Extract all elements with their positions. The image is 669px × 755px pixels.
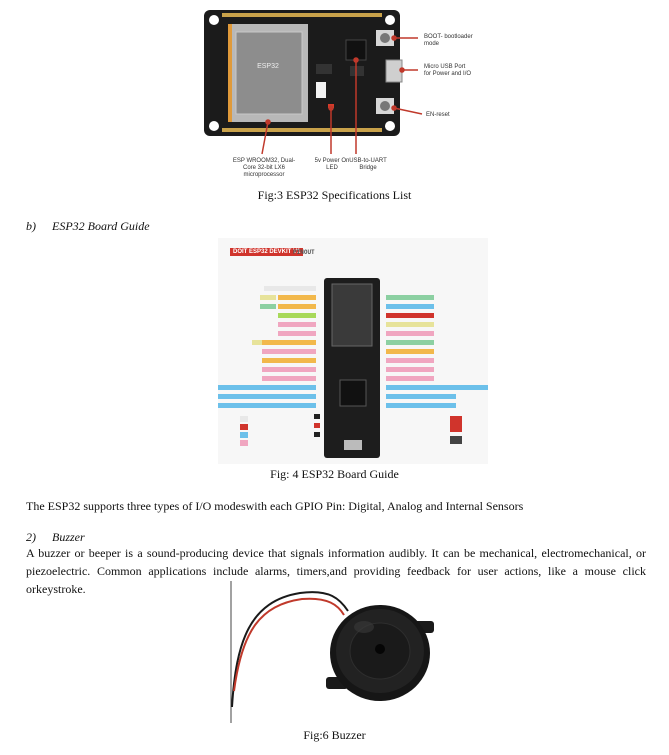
section-2-heading: 2) Buzzer xyxy=(26,530,85,545)
section-b-heading: b) ESP32 Board Guide xyxy=(26,219,150,234)
buzzer-figure xyxy=(230,581,438,723)
section-2-label: 2) xyxy=(26,530,36,544)
section-2-title: Buzzer xyxy=(52,530,85,544)
boot-callout: BOOT- bootloader mode xyxy=(424,34,473,47)
usb-callout: Micro USB Port for Power and I/O xyxy=(424,64,472,77)
section-b-label: b) xyxy=(26,219,36,233)
fig4-caption: Fig: 4 ESP32 Board Guide xyxy=(270,467,399,481)
esp32-board-figure: ESP32 BOOT- bootloader mode Micro USB Po… xyxy=(200,4,480,184)
module-callout: ESP WROOM32, Dual-Core 32-bit LX6 microp… xyxy=(232,158,296,178)
buzzer-paragraph: A buzzer or beeper is a sound-producing … xyxy=(26,546,646,596)
pinout-diagram xyxy=(218,278,488,458)
bridge-callout: USB-to-UART Bridge xyxy=(349,158,387,171)
esp32-board-illustration: ESP32 xyxy=(204,10,423,155)
section-b-title: ESP32 Board Guide xyxy=(52,219,150,233)
pinout-header-red: DOIT ESP32 DEVKIT V1 xyxy=(230,248,304,256)
led-callout: 5v Power On LED xyxy=(314,158,350,171)
en-callout: EN-reset xyxy=(426,112,450,118)
fig3-caption: Fig:3 ESP32 Specifications List xyxy=(257,188,412,202)
io-modes-sentence: The ESP32 supports three types of I/O mo… xyxy=(26,499,524,513)
fig6-caption: Fig:6 Buzzer xyxy=(303,728,366,742)
buzzer-illustration xyxy=(230,581,434,723)
pinout-header-gray: PINOUT xyxy=(293,249,315,256)
svg-text:ESP32: ESP32 xyxy=(257,63,279,70)
